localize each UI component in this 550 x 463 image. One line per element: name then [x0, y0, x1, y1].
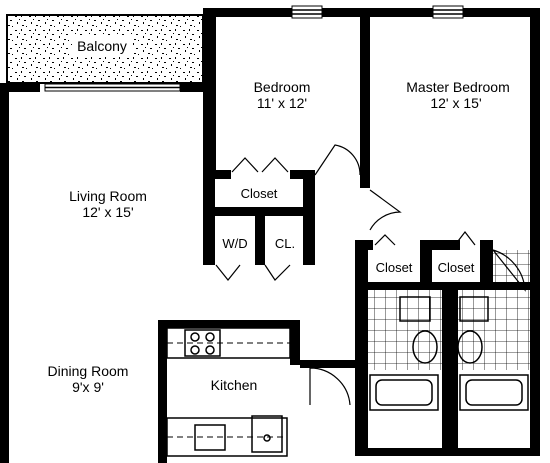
- bath-2-tile: [458, 290, 530, 370]
- master-bedroom-size: 12' x 15': [430, 95, 481, 111]
- washer-dryer-label: W/D: [222, 236, 247, 251]
- walls: [0, 8, 540, 463]
- bath-fixtures: [369, 296, 529, 411]
- master-bedroom-label: Master Bedroom: [406, 79, 509, 95]
- bedroom-label: Bedroom: [254, 79, 311, 95]
- bath-1-closet-label: Closet: [376, 260, 413, 275]
- bath-1-tile: [368, 290, 442, 370]
- living-room-size: 12' x 15': [82, 204, 133, 220]
- balcony-label: Balcony: [77, 38, 127, 54]
- doors: [215, 144, 526, 406]
- bath-2-closet-label: Closet: [438, 260, 475, 275]
- kitchen-fixtures: [166, 327, 291, 457]
- dining-room-label: Dining Room: [48, 363, 129, 379]
- balcony: Balcony: [6, 14, 204, 84]
- living-room-label: Living Room: [69, 188, 147, 204]
- bedroom-size: 11' x 12': [257, 95, 307, 111]
- kitchen-label: Kitchen: [211, 377, 258, 393]
- bedroom-closet-label: Closet: [241, 186, 278, 201]
- dining-room-size: 9'x 9': [72, 379, 104, 395]
- linen-closet-label: CL.: [275, 236, 295, 251]
- windows: [44, 5, 464, 92]
